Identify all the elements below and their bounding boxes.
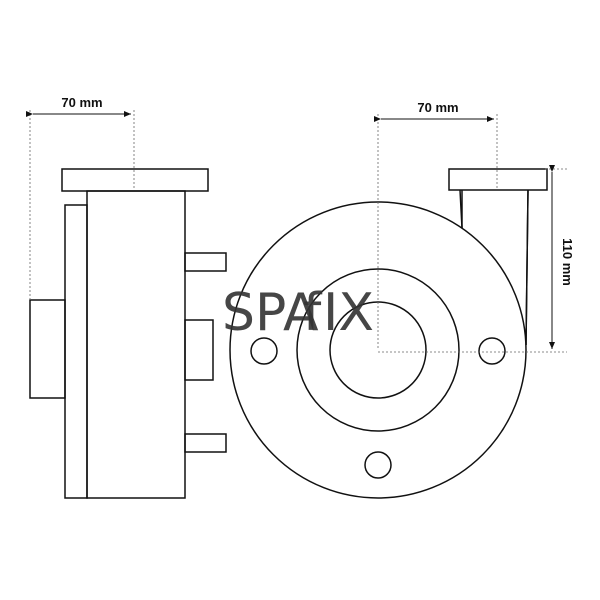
svg-text:SPA: SPA (222, 283, 319, 343)
side-inlet-nub (29, 299, 66, 399)
side-view (29, 168, 227, 499)
mount-hole-right (478, 337, 506, 365)
side-bolt-top (184, 252, 227, 272)
spafix-logo: SPA f IX (222, 283, 374, 343)
side-top-flange (61, 168, 209, 192)
svg-text:f: f (303, 283, 323, 343)
svg-text:IX: IX (323, 283, 374, 343)
outlet-flange (448, 168, 548, 191)
side-dimension-label: 70 mm (61, 95, 102, 110)
mount-hole-left (250, 337, 278, 365)
mount-hole-bottom (364, 451, 392, 479)
side-back-plate (64, 204, 88, 499)
front-height-label: 110 mm (560, 238, 575, 286)
side-main-body (86, 190, 186, 499)
side-center-boss (184, 319, 214, 381)
front-view (229, 168, 548, 499)
front-width-label: 70 mm (417, 100, 458, 115)
side-dimension: 70 mm (26, 95, 135, 300)
front-dimensions: 70 mm 110 mm (374, 100, 575, 353)
side-bolt-bottom (184, 433, 227, 453)
housing-middle-ring (296, 268, 460, 432)
